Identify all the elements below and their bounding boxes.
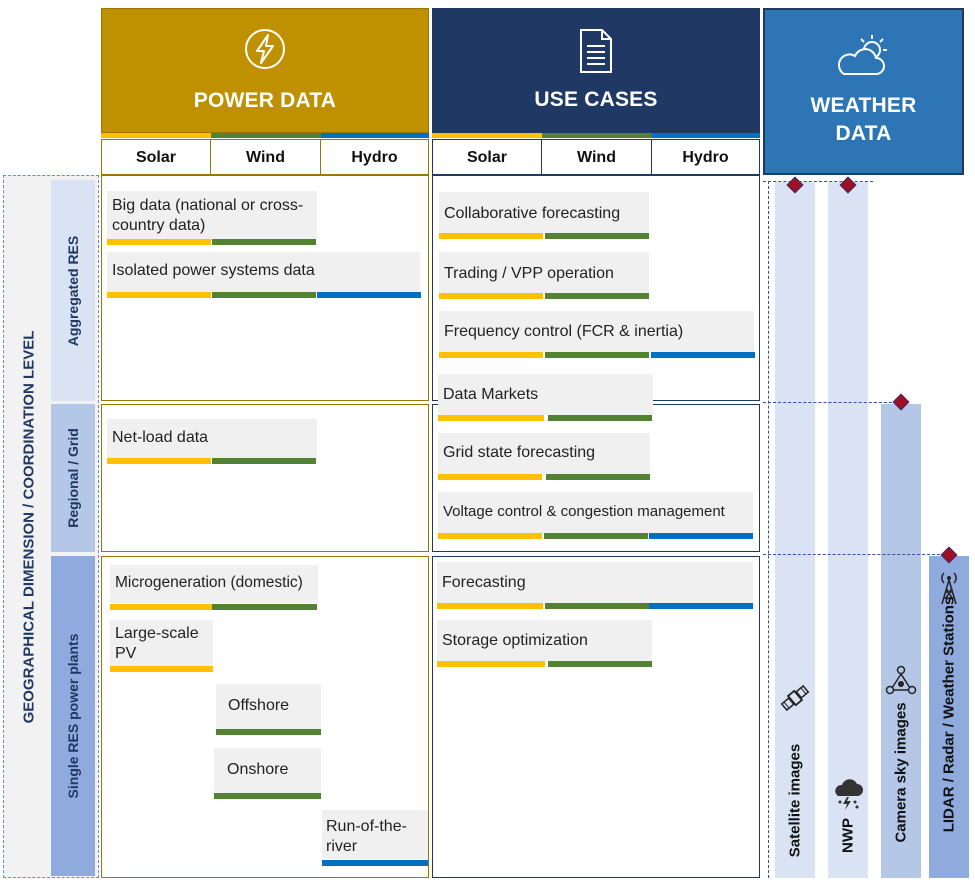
wind-bar <box>544 533 648 539</box>
level-regional: Regional / Grid <box>51 404 95 552</box>
solar-stripe <box>432 133 542 138</box>
voltage-control-item: Voltage control & congestion management <box>438 492 753 533</box>
wind-bar <box>545 233 649 239</box>
microgeneration-item: Microgeneration (domestic) <box>110 565 318 603</box>
sun-cloud-icon <box>837 35 887 75</box>
lightning-icon <box>245 29 285 69</box>
nwp-label: NWP <box>839 818 857 853</box>
camera-label: Camera sky images <box>892 702 910 843</box>
aggregated-connector <box>763 181 873 182</box>
wind-bar <box>212 458 316 464</box>
level-single-label: Single RES power plants <box>65 633 81 799</box>
satellite-icon <box>780 684 810 712</box>
weather-connector-line <box>768 181 769 878</box>
regional-connector <box>763 402 897 403</box>
power-hydro-label: Hydro <box>321 139 429 175</box>
power-data-title: POWER DATA <box>193 89 337 112</box>
wind-bar <box>212 292 316 298</box>
solar-bar <box>437 661 545 667</box>
wind-bar <box>546 474 650 480</box>
power-wind-label: Wind <box>211 139 321 175</box>
hydro-stripe <box>652 133 760 138</box>
camera-column: Camera sky images <box>881 404 921 878</box>
hydro-bar <box>322 860 428 866</box>
solar-bar <box>438 415 544 421</box>
single-connector <box>763 554 945 555</box>
power-data-header: POWER DATA <box>101 8 429 133</box>
power-solar-label: Solar <box>101 139 211 175</box>
isolated-systems-item: Isolated power systems data <box>107 252 420 292</box>
grid-state-forecasting-item: Grid state forecasting <box>438 433 650 474</box>
document-icon <box>580 29 612 73</box>
collaborative-forecasting-item: Collaborative forecasting <box>439 192 649 233</box>
hydro-bar <box>317 292 421 298</box>
wind-bar <box>545 293 649 299</box>
solar-bar <box>439 233 543 239</box>
solar-stripe <box>101 133 211 138</box>
wind-bar <box>548 415 652 421</box>
wind-bar <box>545 352 649 358</box>
solar-bar <box>438 533 542 539</box>
use-solar-label: Solar <box>432 139 542 175</box>
net-load-item: Net-load data <box>107 419 317 458</box>
wind-bar <box>212 239 316 245</box>
hydro-bar <box>649 603 753 609</box>
large-scale-pv-item: Large-scale PV <box>110 620 213 666</box>
wind-bar <box>548 661 652 667</box>
level-regional-label: Regional / Grid <box>65 428 81 528</box>
use-wind-label: Wind <box>542 139 652 175</box>
satellite-column: Satellite images <box>775 182 815 878</box>
storage-optimization-item: Storage optimization <box>437 620 652 661</box>
nwp-column: NWP <box>828 182 868 878</box>
weather-title-line2: DATA <box>835 122 892 145</box>
use-cases-title: USE CASES <box>534 88 658 111</box>
wind-bar <box>545 603 649 609</box>
axis-title: GEOGRAPHICAL DIMENSION / COORDINATION LE… <box>20 330 38 724</box>
big-data-item: Big data (national or cross-country data… <box>107 191 317 239</box>
solar-bar <box>437 603 543 609</box>
wind-bar <box>214 793 321 799</box>
storm-cloud-icon <box>835 779 863 810</box>
forecasting-item: Forecasting <box>437 562 753 603</box>
use-cases-header: USE CASES <box>432 8 760 133</box>
solar-bar <box>107 458 211 464</box>
use-single-panel <box>432 556 760 878</box>
hydro-bar <box>651 352 755 358</box>
hydro-bar <box>649 533 753 539</box>
wind-bar <box>216 729 321 735</box>
weather-title-line1: WEATHER <box>810 94 917 117</box>
wind-stripe <box>542 133 652 138</box>
solar-bar <box>107 239 211 245</box>
onshore-item: Onshore <box>214 748 321 793</box>
solar-bar <box>110 604 212 610</box>
run-of-river-item: Run-of-the-river <box>322 810 428 859</box>
level-single: Single RES power plants <box>51 556 95 876</box>
solar-bar <box>107 292 211 298</box>
satellite-label: Satellite images <box>786 743 804 858</box>
weather-data-header: WEATHER DATA <box>763 8 964 175</box>
level-aggregated: Aggregated RES <box>51 180 95 401</box>
solar-bar <box>439 352 543 358</box>
antenna-tower-icon <box>941 572 957 605</box>
offshore-item: Offshore <box>216 684 321 729</box>
wind-stripe <box>211 133 321 138</box>
solar-bar <box>438 474 542 480</box>
frequency-control-item: Frequency control (FCR & inertia) <box>439 311 754 352</box>
level-aggregated-label: Aggregated RES <box>65 235 81 346</box>
wind-bar <box>212 604 317 610</box>
use-hydro-label: Hydro <box>652 139 760 175</box>
trading-vpp-item: Trading / VPP operation <box>439 252 649 293</box>
lidar-label: LIDAR / Radar / Weather Stations <box>940 596 958 833</box>
solar-bar <box>110 666 213 672</box>
data-markets-item: Data Markets <box>438 374 653 415</box>
hydro-stripe <box>321 133 429 138</box>
drone-icon <box>885 665 917 695</box>
lidar-column: LIDAR / Radar / Weather Stations <box>929 556 969 878</box>
solar-bar <box>439 293 543 299</box>
